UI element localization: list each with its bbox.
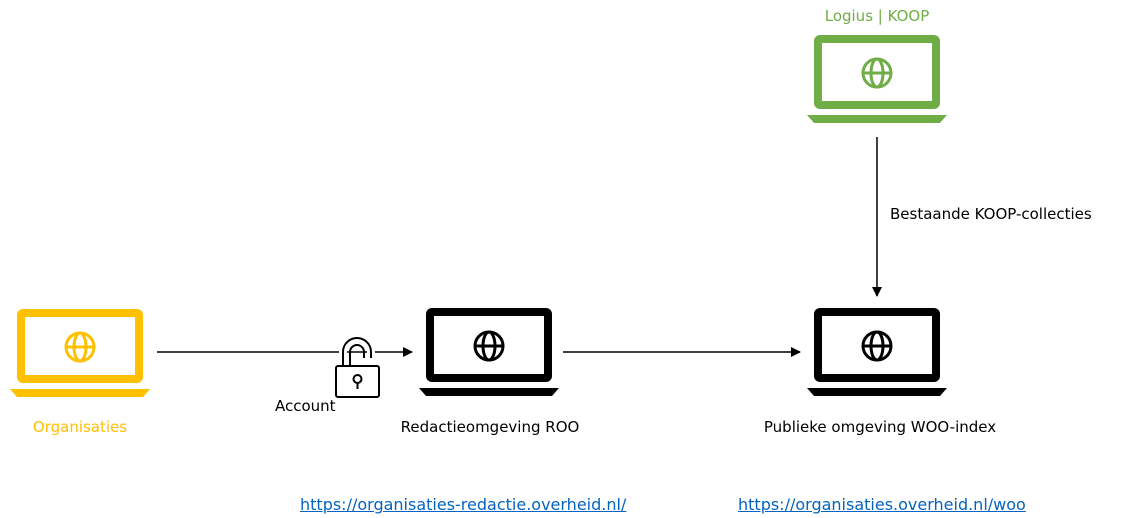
node-logius-label: Logius | KOOP xyxy=(824,7,930,25)
node-redactie-label: Redactieomgeving ROO xyxy=(400,418,580,436)
padlock-icon xyxy=(335,334,380,398)
edge-koop-label: Bestaande KOOP-collecties xyxy=(890,205,1092,223)
redactie-url-link[interactable]: https://organisaties-redactie.overheid.n… xyxy=(300,495,627,514)
node-redactie-laptop-icon xyxy=(419,312,559,396)
node-organisaties-label: Organisaties xyxy=(32,418,128,436)
edge-account-label: Account xyxy=(275,397,336,415)
node-publiek-label: Publieke omgeving WOO-index xyxy=(763,418,997,436)
node-organisaties-laptop-icon xyxy=(10,313,150,397)
publiek-url-link[interactable]: https://organisaties.overheid.nl/woo xyxy=(738,495,1026,514)
node-logius-laptop-icon xyxy=(807,39,947,123)
node-publiek-laptop-icon xyxy=(807,312,947,396)
